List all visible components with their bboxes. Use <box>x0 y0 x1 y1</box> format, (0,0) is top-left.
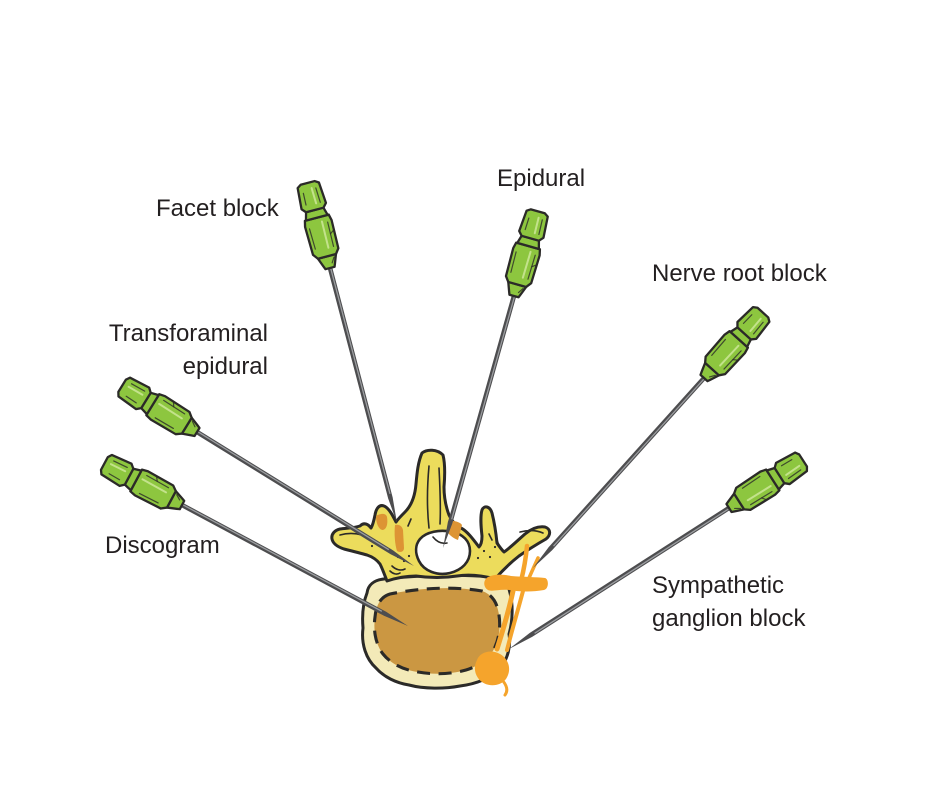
needle-shaft-highlight <box>553 377 705 547</box>
needle-hub-line <box>741 475 761 489</box>
needle-hub-highlight <box>521 250 532 279</box>
needle-hub-cap <box>117 376 152 411</box>
label-text: Epidural <box>497 165 586 192</box>
needle-shaft-highlight <box>534 507 730 634</box>
needle-hub-highlight <box>746 484 772 502</box>
needle-hub-line <box>510 251 517 273</box>
needle-hub-line <box>517 288 524 294</box>
needle-hub-line <box>331 256 335 264</box>
label-text: Facet block <box>156 195 279 222</box>
label-epidural: Epidural <box>497 162 585 195</box>
needle-hub-highlight <box>749 317 762 332</box>
needle-hub-line <box>329 229 335 235</box>
needle-hub-highlight <box>310 187 318 205</box>
needle-hub-line <box>711 338 727 356</box>
needle-hub-highlight <box>141 478 168 494</box>
needle-hub-line <box>172 401 175 408</box>
sympathetic-ganglion <box>474 651 510 686</box>
needle-hub-line <box>787 469 802 480</box>
label-text-line-2: ganglion block <box>652 605 806 632</box>
sympathetic-trunk-strand <box>494 588 516 652</box>
needle-hub-line <box>742 314 753 324</box>
facet-joint-patch-left-notch <box>376 513 388 530</box>
needle-hub-line <box>308 228 316 250</box>
needle-hub-highlight <box>109 463 127 473</box>
needle-hub-cap <box>773 451 809 486</box>
label-text-line-1: Sympathetic <box>652 572 785 599</box>
needle-shaft <box>509 506 731 649</box>
sympathetic-trunk-strand-2 <box>505 589 525 652</box>
needle-discogram <box>99 453 408 626</box>
needle-nerve-root-block <box>533 305 771 568</box>
label-text-line-2: epidural <box>182 353 268 380</box>
needle-hub-line <box>191 420 196 428</box>
ganglion-tail <box>501 679 509 697</box>
label-transforaminal-epidural: Transforaminal epidural <box>68 317 268 383</box>
needle-hub-line <box>538 219 543 236</box>
needle-sympathetic-ganglion-block <box>509 451 809 649</box>
needle-hub-cap <box>736 305 771 341</box>
label-text-line-1: Transforaminal <box>108 320 268 347</box>
label-text: Nerve root block <box>652 260 827 287</box>
needle-hub-line <box>708 374 716 378</box>
needle-hub-highlight <box>127 385 144 396</box>
needle-hub-highlight <box>785 464 801 476</box>
nerve-crossbar <box>484 574 548 592</box>
label-discogram: Discogram <box>105 529 220 562</box>
needle-shaft-highlight <box>329 267 391 494</box>
needle-hub-highlight <box>158 402 183 420</box>
needle-hub-line <box>734 507 742 510</box>
needle-shaft-highlight <box>181 503 383 612</box>
needle-hub-line <box>315 187 321 203</box>
needle-hub-line <box>752 321 764 335</box>
needle-hub-line <box>155 475 158 482</box>
needle-hub-cap <box>518 208 549 242</box>
label-text: Discogram <box>105 532 220 559</box>
needle-hub-cap <box>296 179 328 214</box>
facet-joint-patch-left <box>394 524 404 552</box>
label-sympathetic-ganglion-block: Sympathetic ganglion block <box>652 569 805 635</box>
needle-hub-line <box>113 460 128 469</box>
label-facet-block: Facet block <box>156 192 279 225</box>
intervertebral-disc <box>372 586 502 676</box>
needle-transforaminal-epidural <box>117 376 414 566</box>
needle-hub-line <box>524 217 530 231</box>
needle-hub-line <box>531 264 538 268</box>
needle-shaft-highlight <box>196 430 390 551</box>
needle-hub-highlight <box>320 220 330 249</box>
needle-hub-line <box>302 192 307 206</box>
needle-hub-highlight <box>533 216 540 235</box>
needle-hub-line <box>138 492 159 504</box>
needle-hub-line <box>108 473 121 481</box>
spinal-nerve <box>474 543 548 697</box>
needle-hub-line <box>780 459 793 467</box>
needle-epidural <box>443 208 549 548</box>
needle-hub-line <box>125 395 137 404</box>
needle-hub-line <box>176 494 181 501</box>
needle-hub-line <box>761 497 768 501</box>
needle-hub-cap <box>99 453 135 488</box>
needle-shaft <box>327 267 397 523</box>
needles-layer <box>99 179 809 649</box>
needle-hub-highlight <box>719 344 740 367</box>
needle-hub-line <box>154 417 174 430</box>
vertebra <box>330 448 552 690</box>
label-nerve-root-block: Nerve root block <box>652 257 827 290</box>
needle-facet-block <box>296 179 397 523</box>
needle-shaft-highlight <box>451 295 516 520</box>
vertebral-foramen <box>414 529 472 576</box>
needle-hub-line <box>130 383 146 392</box>
needle-hub-line <box>732 359 739 361</box>
